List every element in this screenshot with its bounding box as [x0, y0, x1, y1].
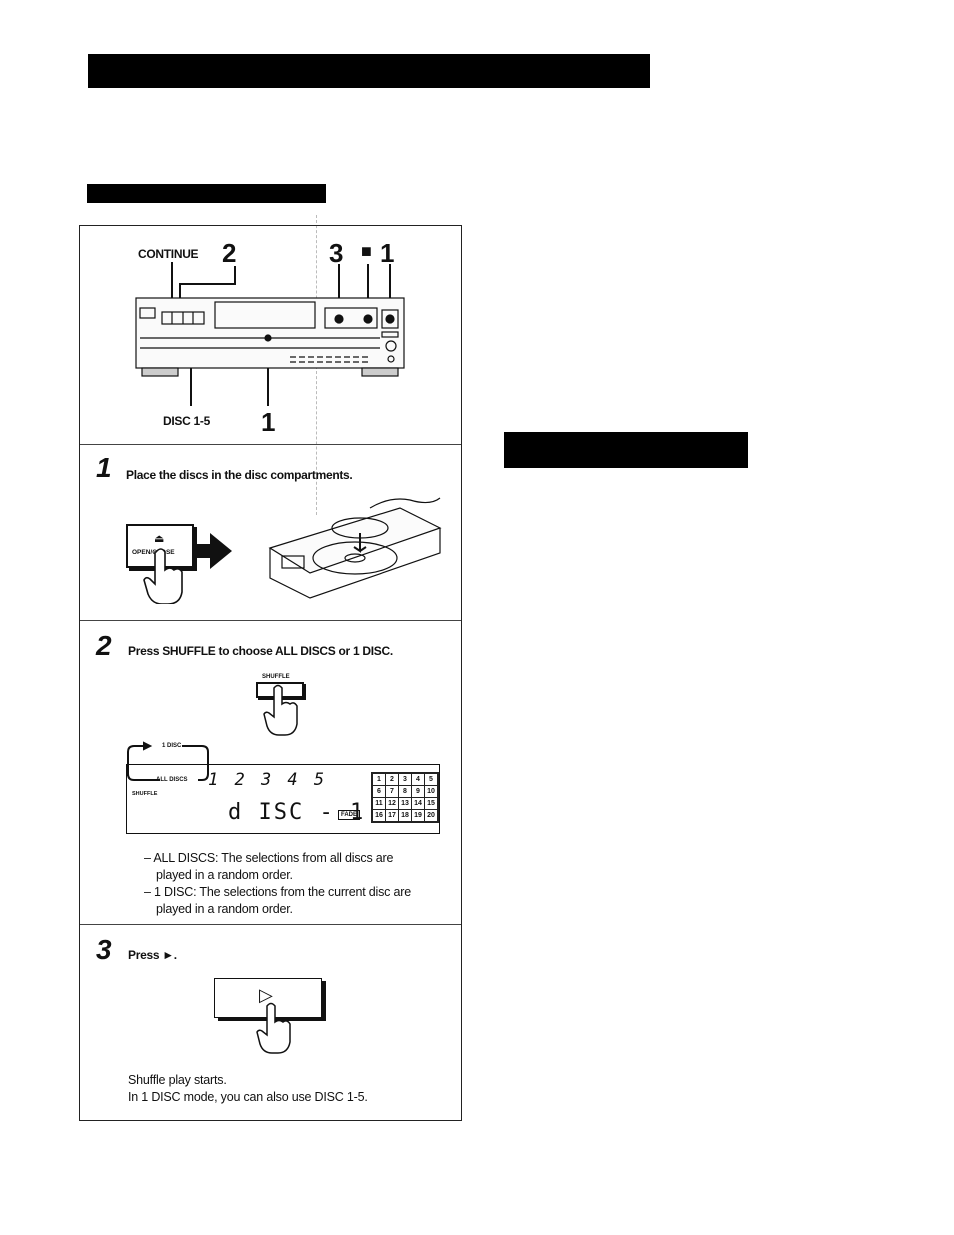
track-grid: 1 2 3 4 5 6 7 8 9 10 11 12 13 14 15 16 1… — [371, 772, 439, 823]
step-1-text: Place the discs in the disc compartments… — [126, 468, 353, 482]
open-close-label: OPEN/CLOSE — [132, 549, 175, 556]
track-cell: 19 — [412, 810, 424, 821]
disc15-label: DISC 1-5 — [163, 414, 210, 428]
cycle-all-discs: ALL DISCS — [156, 777, 188, 783]
track-cell: 14 — [412, 798, 424, 809]
instruction-panel: CONTINUE 2 3 ■ 1 — [79, 225, 462, 1121]
display-shuffle-label: SHUFFLE — [132, 791, 158, 797]
track-cell: 9 — [412, 786, 424, 797]
track-cell: 3 — [399, 774, 411, 785]
note-line: played in a random order. — [156, 868, 293, 882]
track-cell: 15 — [425, 798, 437, 809]
callout-stop: ■ — [361, 241, 372, 261]
track-cell: 11 — [373, 798, 385, 809]
note-line: – ALL DISCS: The selections from all dis… — [144, 851, 394, 865]
lcd-display — [126, 764, 440, 834]
track-cell: 2 — [386, 774, 398, 785]
track-cell: 10 — [425, 786, 437, 797]
callout-3: 3 — [329, 238, 344, 268]
right-section-bar — [504, 432, 748, 468]
track-cell: 20 — [425, 810, 437, 821]
shuffle-button-label: SHUFFLE — [262, 674, 290, 680]
hand-press-icon-1 — [143, 548, 183, 604]
step-3-text: Press ►. — [128, 948, 177, 962]
track-cell: 18 — [399, 810, 411, 821]
note-line: – 1 DISC: The selections from the curren… — [144, 885, 411, 899]
callout-2: 2 — [222, 238, 237, 268]
hand-press-icon-2 — [263, 684, 298, 736]
divider-1 — [80, 444, 461, 445]
mode-cycle-arrows — [127, 741, 209, 781]
arrow-right-icon — [196, 533, 232, 569]
callout-1-top: 1 — [380, 238, 395, 268]
step-2-notes: – ALL DISCS: The selections from all dis… — [144, 850, 411, 918]
note-line: played in a random order. — [156, 902, 293, 916]
cycle-one-disc: 1 DISC — [162, 743, 182, 749]
display-readout: d ISC - 1 — [228, 800, 366, 825]
track-cell: 6 — [373, 786, 385, 797]
track-cell: 12 — [386, 798, 398, 809]
play-icon: ▷ — [259, 985, 273, 1005]
step-2-text: Press SHUFFLE to choose ALL DISCS or 1 D… — [128, 644, 393, 658]
track-cell: 17 — [386, 810, 398, 821]
track-cell: 7 — [386, 786, 398, 797]
cd-player-diagram — [135, 262, 405, 406]
track-cell: 1 — [373, 774, 385, 785]
track-cell: 8 — [399, 786, 411, 797]
track-cell: 5 — [425, 774, 437, 785]
step-2-number: 2 — [96, 630, 112, 661]
hand-press-icon-3 — [256, 1002, 291, 1054]
step-3-notes: Shuffle play starts. In 1 DISC mode, you… — [128, 1072, 368, 1106]
divider-2 — [80, 620, 461, 621]
display-disc-numbers: 1 2 3 4 5 — [208, 770, 328, 790]
title-bar — [88, 54, 650, 88]
display-fade-label: FADE — [338, 810, 361, 820]
step-1-number: 1 — [96, 452, 112, 483]
note-line: In 1 DISC mode, you can also use DISC 1-… — [128, 1090, 368, 1104]
track-cell: 13 — [399, 798, 411, 809]
divider-3 — [80, 924, 461, 925]
note-line: Shuffle play starts. — [128, 1073, 227, 1087]
section-bar — [87, 184, 326, 203]
disc-loading-illustration — [268, 497, 442, 599]
continue-label: CONTINUE — [138, 247, 199, 261]
step-3-number: 3 — [96, 934, 112, 965]
track-cell: 4 — [412, 774, 424, 785]
callout-1-bottom: 1 — [261, 407, 276, 437]
eject-icon: ⏏ — [154, 533, 165, 545]
track-cell: 16 — [373, 810, 385, 821]
